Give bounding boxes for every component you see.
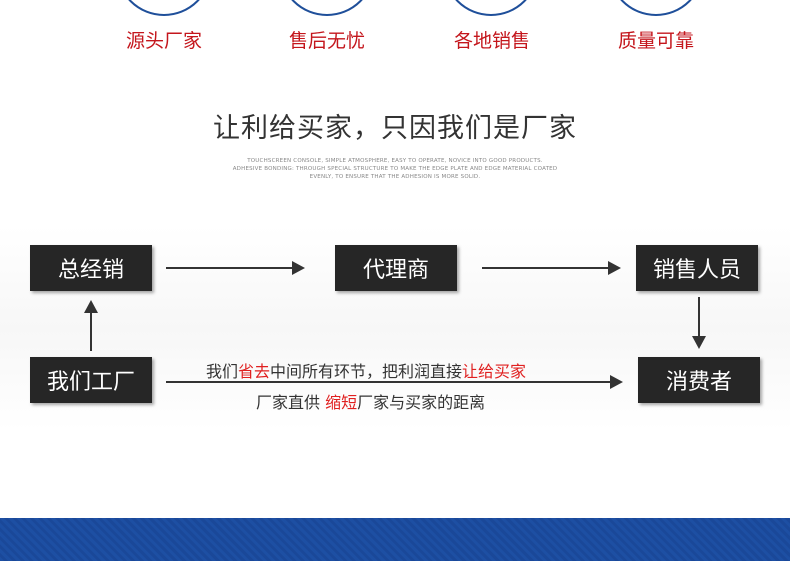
arrow-head-sales-consumer bbox=[692, 336, 706, 349]
box-agent: 代理商 bbox=[335, 245, 457, 291]
arrow-head-factory-distributor bbox=[84, 300, 98, 313]
arrow-line-agent-sales bbox=[482, 267, 610, 269]
note2-part-b: 缩短 bbox=[325, 393, 358, 412]
page-headline: 让利给买家，只因我们是厂家 bbox=[213, 113, 577, 144]
direct-note-line-1: 我们省去中间所有环节，把利润直接让给买家 bbox=[206, 358, 526, 382]
arrow-line-distributor-agent bbox=[166, 267, 294, 269]
arrow-line-factory-distributor bbox=[90, 312, 92, 351]
feature-label-source: 源头厂家 bbox=[125, 30, 202, 52]
box-distributor: 总经销 bbox=[30, 245, 152, 291]
feature-label-aftersales: 售后无忧 bbox=[288, 30, 365, 52]
feature-circle-quality bbox=[608, 0, 704, 16]
arrow-line-sales-consumer bbox=[698, 297, 700, 337]
direct-note-line-2: 厂家直供 缩短厂家与买家的距离 bbox=[256, 389, 485, 413]
feature-circle-aftersales bbox=[279, 0, 375, 16]
note1-part-c: 中间所有环节，把利润直接 bbox=[270, 362, 463, 381]
subtext-line-2: ADHESIVE BONDING: THROUGH SPECIAL STRUCT… bbox=[232, 166, 558, 172]
note2-part-c: 厂家与买家的距离 bbox=[357, 393, 486, 412]
note1-part-a: 我们 bbox=[206, 362, 239, 381]
arrow-head-factory-consumer bbox=[610, 375, 623, 389]
subtext-line-1: TOUCHSCREEN CONSOLE, SIMPLE ATMOSPHERE, … bbox=[247, 158, 543, 164]
feature-circle-sales bbox=[443, 0, 539, 16]
feature-label-quality: 质量可靠 bbox=[617, 30, 694, 52]
box-factory: 我们工厂 bbox=[30, 357, 152, 403]
subtext-line-3: EVENLY, TO ENSURE THAT THE ADHESION IS M… bbox=[309, 174, 481, 180]
note1-part-b: 省去 bbox=[238, 362, 271, 381]
note2-part-a: 厂家直供 bbox=[256, 393, 326, 412]
feature-label-sales: 各地销售 bbox=[453, 30, 530, 52]
feature-circle-source bbox=[116, 0, 212, 16]
arrow-head-distributor-agent bbox=[292, 261, 305, 275]
box-consumer: 消费者 bbox=[638, 357, 760, 403]
arrow-head-agent-sales bbox=[608, 261, 621, 275]
arrow-line-factory-consumer bbox=[166, 381, 612, 383]
box-sales-staff: 销售人员 bbox=[636, 245, 758, 291]
note1-part-d: 让给买家 bbox=[462, 362, 527, 381]
footer-band bbox=[0, 518, 790, 561]
